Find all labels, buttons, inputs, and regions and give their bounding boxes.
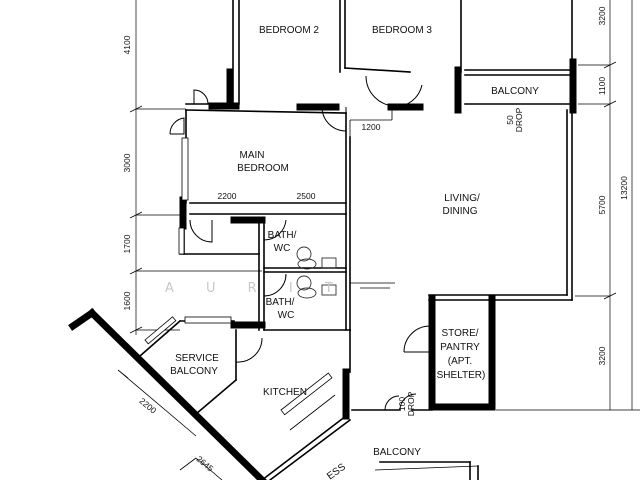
label-store-3: (APT.	[448, 356, 472, 367]
right-dimension-lines	[496, 0, 640, 411]
label-service-1: SERVICE	[175, 353, 219, 364]
dim-2645-diagonal: 2645	[194, 454, 215, 474]
misc-lines	[117, 110, 393, 480]
label-bedroom-3: BEDROOM 3	[372, 25, 432, 36]
label-store-4: SHELTER)	[437, 370, 486, 381]
label-kitchen: KITCHEN	[263, 387, 307, 398]
watermark: A U R I T	[165, 281, 347, 296]
label-living-2: DINING	[443, 206, 478, 217]
label-balcony-bottom: BALCONY	[373, 447, 421, 458]
bath-fixtures	[296, 246, 395, 299]
label-bath-2b: WC	[278, 310, 295, 321]
label-access: ESS	[325, 461, 348, 480]
dim-2500-horizontal: 2500	[297, 191, 316, 201]
drop-50-value: 50	[505, 115, 515, 125]
label-bath-2: BATH/	[266, 297, 295, 308]
dim-1700: 1700	[122, 234, 132, 253]
dim-3200-top: 3200	[597, 6, 607, 25]
label-store-2: PANTRY	[440, 342, 480, 353]
drop-100-label: DROP	[406, 391, 416, 416]
dim-3200-bottom: 3200	[597, 346, 607, 365]
windows	[144, 137, 333, 416]
label-service-2: BALCONY	[170, 366, 218, 377]
dim-1200-door: 1200	[362, 122, 381, 132]
dim-3000: 3000	[122, 153, 132, 172]
label-balcony-top: BALCONY	[491, 86, 539, 97]
label-main-bedroom-2: BEDROOM	[237, 163, 289, 174]
label-store-1: STORE/	[441, 328, 478, 339]
label-bedroom-2: BEDROOM 2	[259, 25, 319, 36]
walls	[68, 0, 577, 480]
drop-100-value: 100	[397, 397, 407, 411]
dim-13200: 13200	[619, 176, 629, 200]
label-main-bedroom-1: MAIN	[240, 150, 265, 161]
label-bath-1: BATH/	[268, 230, 297, 241]
label-living-1: LIVING/	[444, 193, 480, 204]
dim-4100: 4100	[122, 35, 132, 54]
dim-2200-diagonal: 2200	[137, 396, 158, 416]
label-bath-1b: WC	[274, 243, 291, 254]
dim-5700: 5700	[597, 195, 607, 214]
dim-1100: 1100	[597, 77, 607, 96]
drop-50-label: DROP	[514, 107, 524, 132]
dim-2200-horizontal: 2200	[218, 191, 237, 201]
doors	[169, 75, 431, 411]
dim-1600: 1600	[122, 291, 132, 310]
